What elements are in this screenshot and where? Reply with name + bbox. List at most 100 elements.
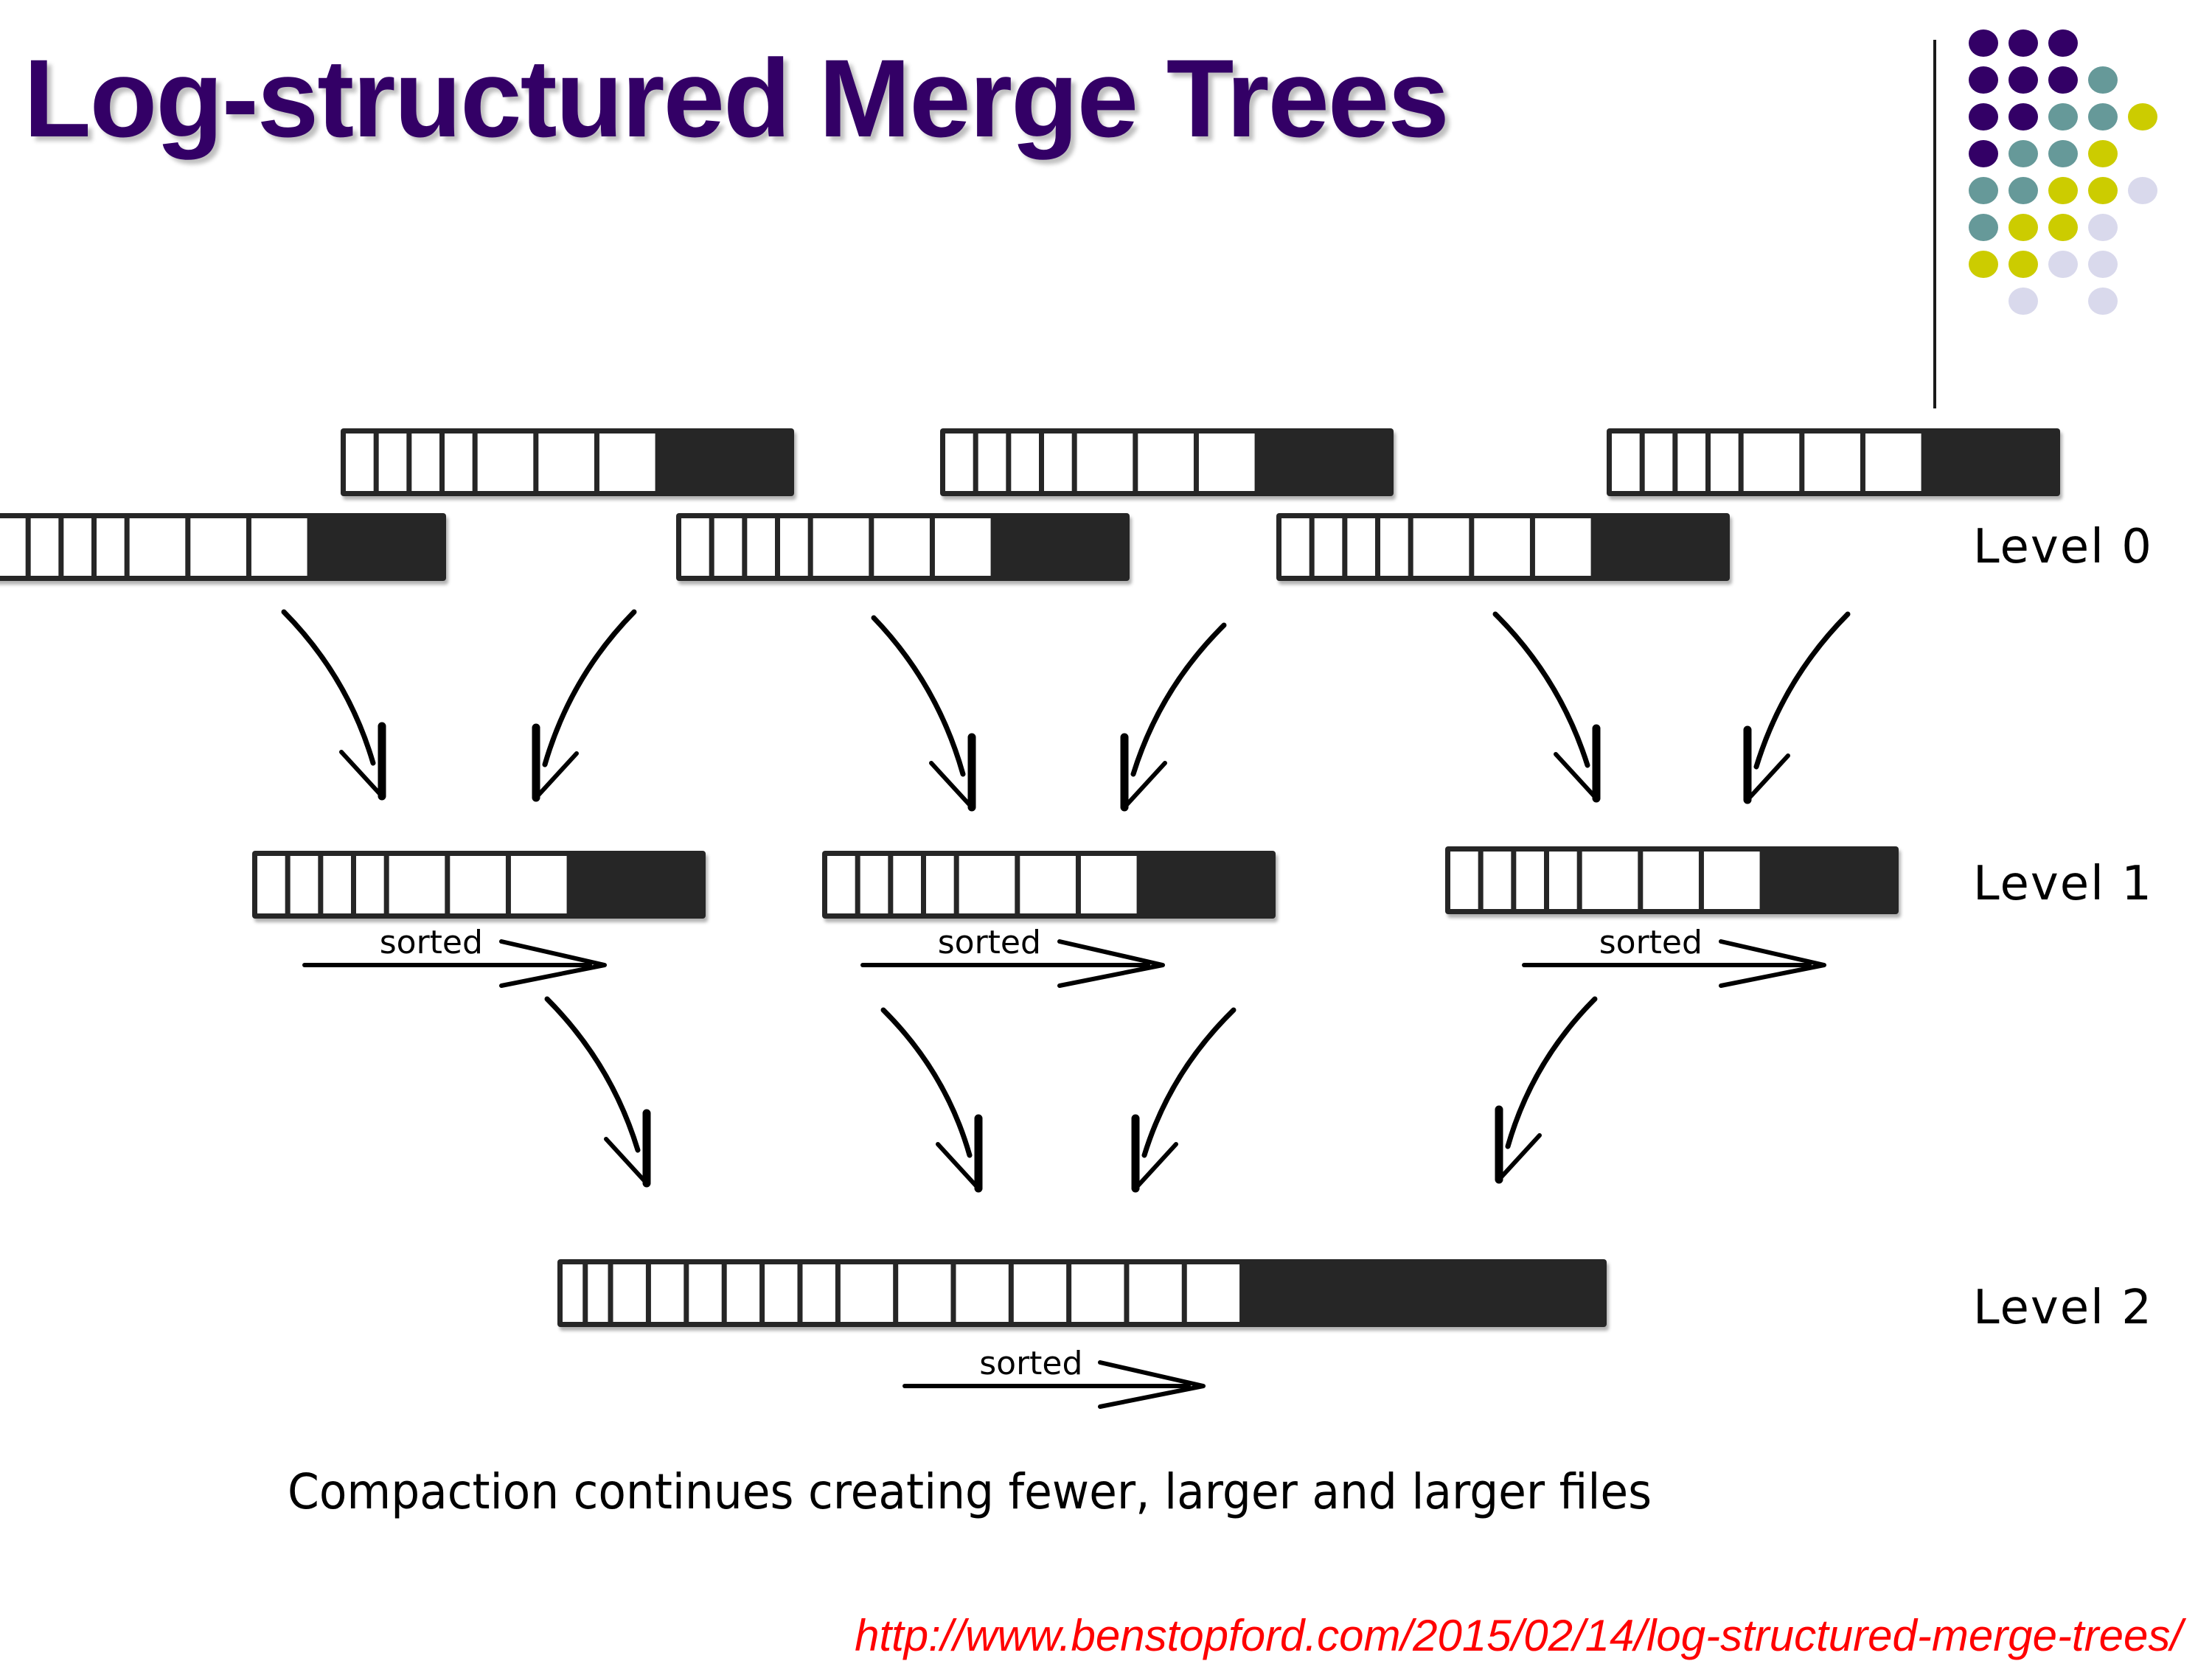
file-cell (1474, 518, 1530, 576)
dot-olive (2048, 214, 2078, 241)
dot-purple (1969, 103, 1998, 130)
dot-purple (1969, 29, 1998, 57)
dot-purple (2048, 29, 2078, 57)
file-cell (613, 1264, 646, 1322)
merge-arrow-l0-3 (871, 615, 976, 812)
file-cell (1129, 1264, 1182, 1322)
arrowhead-diagonal (929, 761, 974, 809)
arrow-shaft (880, 1007, 973, 1158)
file-cell (1413, 518, 1470, 576)
source-link[interactable]: http://www.benstopford.com/2015/02/14/lo… (855, 1611, 2183, 1660)
file-cell (1865, 433, 1921, 491)
file-cell (1804, 433, 1860, 491)
file-cell (129, 518, 186, 576)
arrow-shaft (1505, 996, 1598, 1149)
file-cell (1044, 433, 1072, 491)
file-cell (1080, 856, 1137, 913)
sorted-label: sorted (1599, 924, 1703, 961)
arrowhead-diagonal (339, 750, 384, 798)
arrowhead-diagonal (1745, 753, 1790, 802)
file-cell (63, 518, 92, 576)
file-cell (356, 856, 384, 913)
file-cell (898, 1264, 951, 1322)
file-cell (1314, 518, 1343, 576)
dot-purple (2008, 103, 2038, 130)
arrow-shaft (1492, 611, 1590, 768)
file-cell (802, 1264, 835, 1322)
file-cell (714, 518, 742, 576)
file-cell (389, 856, 445, 913)
file-cell (450, 856, 506, 913)
sorted-label: sorted (979, 1345, 1082, 1382)
file-cell (1643, 852, 1699, 909)
file-cell (251, 518, 307, 576)
dot-teal (2088, 66, 2118, 94)
file-cell (346, 433, 374, 491)
dot-olive (2128, 103, 2157, 130)
level-1-file-2 (822, 851, 1276, 919)
file-cell (1483, 852, 1512, 909)
level-0-file-3 (1607, 428, 2060, 496)
dot-teal (1969, 177, 1998, 204)
dot-olive (2008, 251, 2038, 278)
file-cell (1549, 852, 1577, 909)
dot-olive (2088, 140, 2118, 167)
arrowhead-diagonal (1554, 752, 1599, 801)
dot-teal (2048, 103, 2078, 130)
file-cell (538, 433, 594, 491)
file-cell (588, 1264, 608, 1322)
file-cell (780, 518, 808, 576)
file-cell (747, 518, 776, 576)
file-cell (726, 1264, 760, 1322)
file-cell (1450, 852, 1478, 909)
file-cell (956, 1264, 1009, 1322)
file-cell (323, 856, 352, 913)
file-cell (689, 1264, 722, 1322)
file-cell (1677, 433, 1706, 491)
dot-purple (1969, 140, 1998, 167)
arrowhead-diagonal (1133, 1142, 1178, 1191)
sorted-label: sorted (938, 924, 1041, 961)
file-cell (563, 1264, 583, 1322)
dot-olive (1969, 251, 1998, 278)
dot-purple (2048, 66, 2078, 94)
level-2-label: Level 2 (1973, 1281, 2153, 1335)
sorted-label: sorted (380, 924, 483, 961)
arrowhead-diagonal (936, 1142, 981, 1191)
dot-olive (2008, 214, 2038, 241)
dot-lavender (2128, 177, 2157, 204)
file-cell (1380, 518, 1408, 576)
level-0-file-6 (1276, 513, 1730, 581)
dot-teal (1969, 214, 1998, 241)
level-0-file-2 (940, 428, 1394, 496)
merge-arrow-l0-4 (1120, 622, 1227, 812)
arrowhead-diagonal (604, 1137, 649, 1185)
arrow-shaft (1130, 622, 1227, 777)
sorted-arrow-l1-1: sorted (302, 924, 607, 988)
merge-arrow-l0-2 (532, 609, 637, 802)
arrow-shaft (1753, 611, 1851, 770)
file-cell (30, 518, 59, 576)
arrow-shaft (542, 609, 637, 767)
file-cell (840, 1264, 894, 1322)
file-cell (813, 518, 869, 576)
sorted-arrowhead (1057, 939, 1165, 988)
file-cell (874, 518, 930, 576)
file-cell (1186, 1264, 1240, 1322)
file-cell (765, 1264, 798, 1322)
file-cell (650, 1264, 684, 1322)
file-cell (1534, 518, 1591, 576)
dot-olive (2048, 177, 2078, 204)
file-cell (1516, 852, 1545, 909)
level-2-file-1 (557, 1259, 1607, 1327)
dot-lavender (2088, 288, 2118, 315)
file-cell (926, 856, 954, 913)
sorted-arrowhead (1719, 939, 1826, 988)
dot-lavender (2088, 214, 2118, 241)
file-cell (1743, 433, 1800, 491)
file-cell (599, 433, 655, 491)
dot-teal (2008, 140, 2038, 167)
arrow-shaft (871, 615, 966, 777)
merge-arrow-l1-4 (1495, 996, 1598, 1184)
